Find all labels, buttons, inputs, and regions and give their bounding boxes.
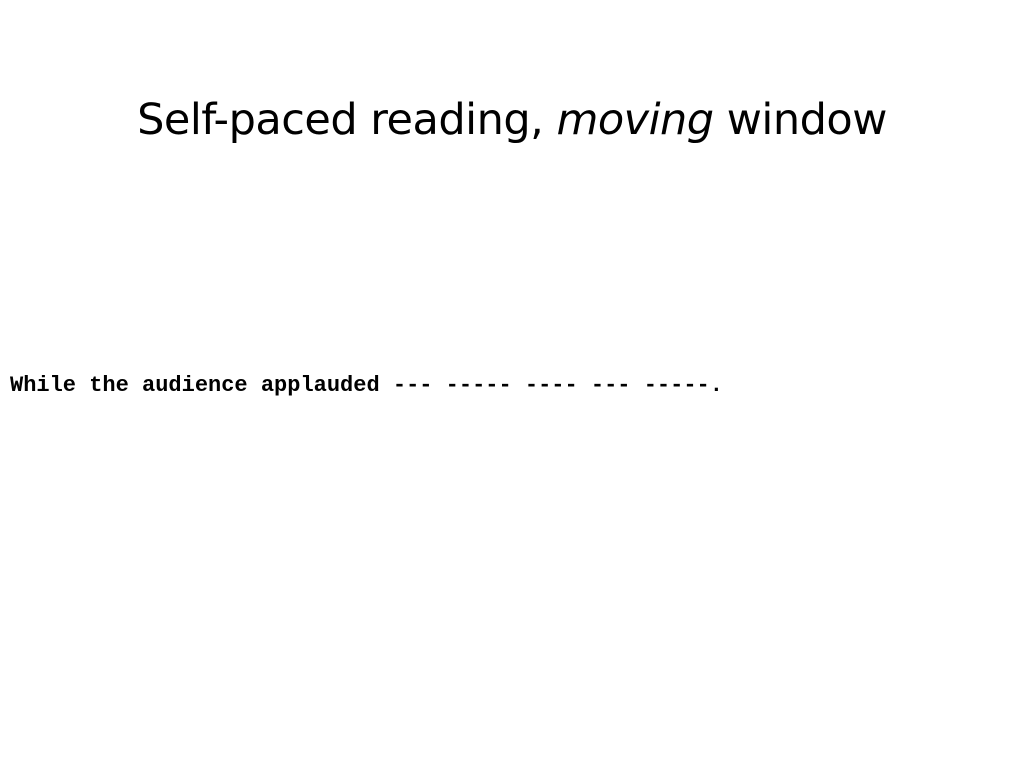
stimulus-sentence: While the audience applauded --- ----- -… — [10, 373, 723, 399]
slide-title: Self-paced reading, moving window — [0, 95, 1024, 147]
title-emphasis-word: moving — [556, 94, 714, 145]
title-text-end: window — [713, 94, 888, 145]
masked-words: --- ----- ---- --- -----. — [379, 373, 723, 398]
revealed-words: While the audience applauded — [10, 373, 380, 398]
title-text-start: Self-paced reading, — [137, 94, 557, 145]
